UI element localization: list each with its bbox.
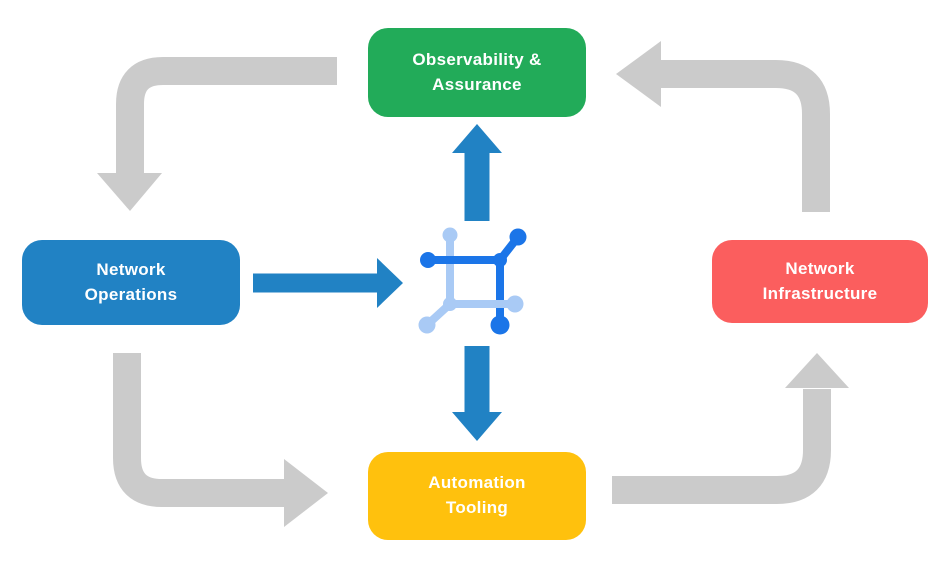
node-label: Network Infrastructure <box>762 258 878 303</box>
node-automation-tooling: Automation Tooling <box>368 452 586 540</box>
node-label: Observability & Assurance <box>412 49 542 94</box>
node-observability-assurance: Observability & Assurance <box>368 28 586 117</box>
arrow-shaft <box>612 389 831 504</box>
flow-arrow-hub-to-automation <box>452 346 502 441</box>
node-label: Automation Tooling <box>428 473 526 517</box>
arrow-shaft <box>661 60 830 212</box>
icon-light-stroke-upper <box>442 227 458 308</box>
arrow-head <box>452 412 502 441</box>
icon-dark-strokes <box>420 228 527 335</box>
arrow-head <box>97 173 162 211</box>
arrow-shaft <box>113 353 285 507</box>
node-label: Network Operations <box>84 259 178 304</box>
icon-light-strokes-lower <box>418 295 524 334</box>
arrow-head <box>284 459 328 527</box>
network-hub-icon <box>418 227 527 335</box>
arrow-head <box>377 258 403 308</box>
arrow-shaft <box>116 57 337 174</box>
arrow-head <box>616 41 661 107</box>
cycle-arrow-infrastructure-to-observability <box>616 41 830 212</box>
flow-arrow-hub-to-observability <box>452 124 502 221</box>
node-network-infrastructure: Network Infrastructure <box>712 240 928 323</box>
cycle-arrow-automation-to-infrastructure <box>612 353 849 504</box>
cycle-arrow-operations-to-automation <box>113 353 328 527</box>
node-network-operations: Network Operations <box>22 240 240 325</box>
arrow-head <box>785 353 849 388</box>
arrow-head <box>452 124 502 153</box>
cycle-arrow-observability-to-operations <box>97 57 337 211</box>
flow-arrow-operations-to-hub <box>253 258 403 308</box>
